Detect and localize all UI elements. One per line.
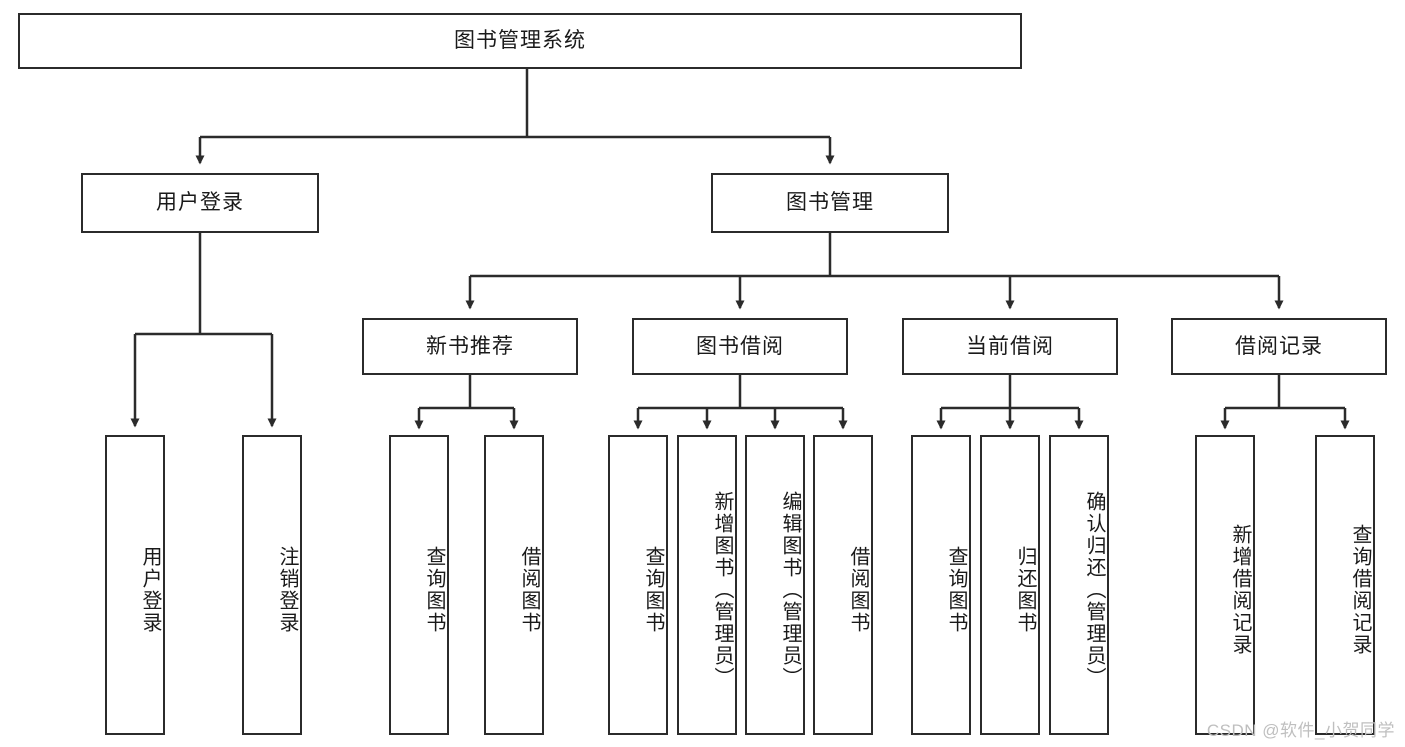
leaf-label: 编辑图书（管理员） bbox=[779, 491, 801, 689]
node-book-borrow-label: 图书借阅 bbox=[696, 334, 784, 358]
leaf-label: 查询图书 bbox=[945, 546, 967, 634]
leaf-new-book-borrow[interactable]: 借阅图书 bbox=[484, 435, 544, 735]
leaf-current-borrow-confirm-return[interactable]: 确认归还（管理员） bbox=[1049, 435, 1109, 735]
node-borrow-record-label: 借阅记录 bbox=[1235, 334, 1323, 358]
leaf-new-book-query[interactable]: 查询图书 bbox=[389, 435, 449, 735]
leaf-borrow-record-add[interactable]: 新增借阅记录 bbox=[1195, 435, 1255, 735]
node-book-borrow[interactable]: 图书借阅 bbox=[632, 318, 848, 375]
leaf-label: 用户登录 bbox=[139, 546, 161, 634]
leaf-book-borrow-borrow[interactable]: 借阅图书 bbox=[813, 435, 873, 735]
node-root[interactable]: 图书管理系统 bbox=[18, 13, 1022, 69]
leaf-label: 确认归还（管理员） bbox=[1083, 491, 1105, 689]
watermark: CSDN @软件_小贺同学 bbox=[1206, 721, 1395, 740]
node-borrow-record[interactable]: 借阅记录 bbox=[1171, 318, 1387, 375]
leaf-label: 归还图书 bbox=[1014, 546, 1036, 634]
node-user-login-label: 用户登录 bbox=[156, 191, 244, 215]
node-user-login[interactable]: 用户登录 bbox=[81, 173, 319, 233]
leaf-book-borrow-edit[interactable]: 编辑图书（管理员） bbox=[745, 435, 805, 735]
leaf-book-borrow-query[interactable]: 查询图书 bbox=[608, 435, 668, 735]
leaf-label: 借阅图书 bbox=[847, 546, 869, 634]
leaf-user-login-logout[interactable]: 注销登录 bbox=[242, 435, 302, 735]
node-book-management[interactable]: 图书管理 bbox=[711, 173, 949, 233]
node-new-book-recommend-label: 新书推荐 bbox=[426, 334, 514, 358]
leaf-label: 新增图书（管理员） bbox=[711, 491, 733, 689]
leaf-borrow-record-query[interactable]: 查询借阅记录 bbox=[1315, 435, 1375, 735]
node-book-management-label: 图书管理 bbox=[786, 191, 874, 215]
leaf-user-login-login[interactable]: 用户登录 bbox=[105, 435, 165, 735]
leaf-current-borrow-return[interactable]: 归还图书 bbox=[980, 435, 1040, 735]
leaf-label: 查询图书 bbox=[642, 546, 664, 634]
node-new-book-recommend[interactable]: 新书推荐 bbox=[362, 318, 578, 375]
leaf-current-borrow-query[interactable]: 查询图书 bbox=[911, 435, 971, 735]
leaf-label: 新增借阅记录 bbox=[1229, 524, 1251, 656]
node-current-borrow[interactable]: 当前借阅 bbox=[902, 318, 1118, 375]
leaf-label: 查询图书 bbox=[423, 546, 445, 634]
leaf-label: 注销登录 bbox=[276, 546, 298, 634]
leaf-label: 查询借阅记录 bbox=[1349, 524, 1371, 656]
leaf-label: 借阅图书 bbox=[518, 546, 540, 634]
leaf-book-borrow-add[interactable]: 新增图书（管理员） bbox=[677, 435, 737, 735]
node-root-label: 图书管理系统 bbox=[454, 29, 586, 53]
node-current-borrow-label: 当前借阅 bbox=[966, 334, 1054, 358]
